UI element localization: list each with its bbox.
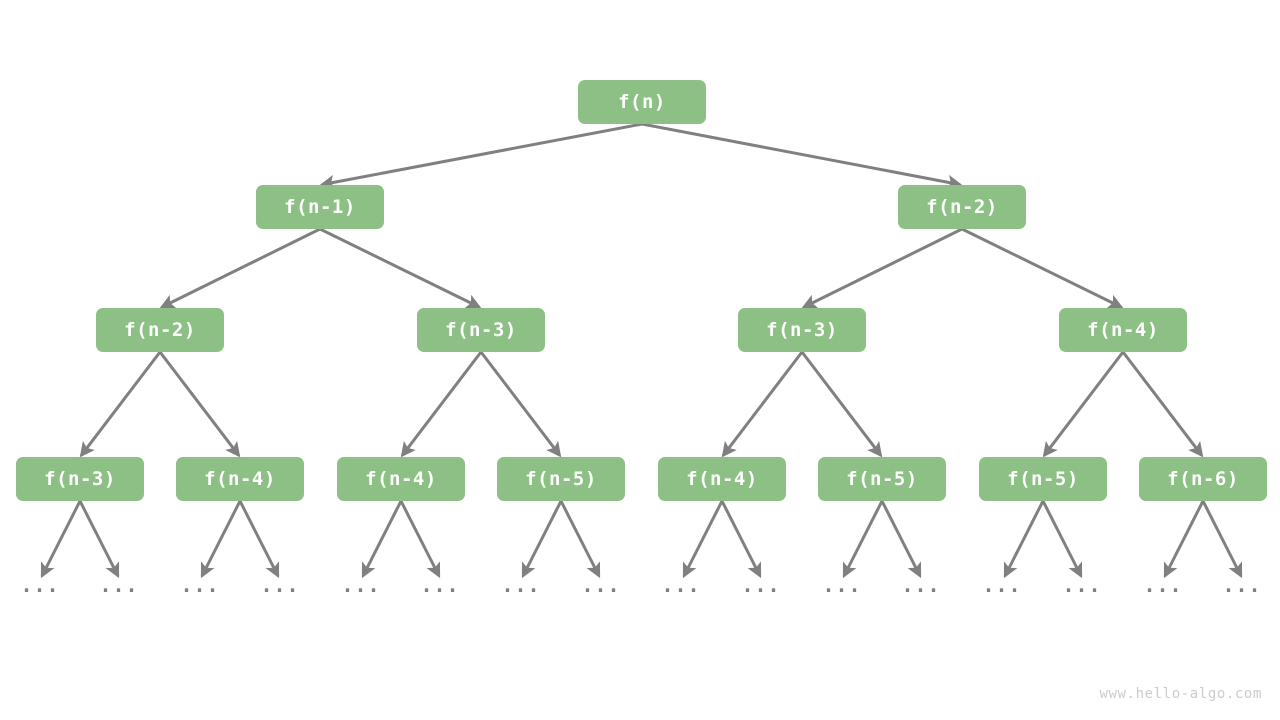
tree-node-label: f(n-6): [1167, 468, 1239, 490]
tree-stub-edges: [40, 500, 1243, 579]
tree-node-label: f(n): [618, 91, 666, 113]
tree-node-n8: f(n-4): [176, 457, 304, 501]
stub-edge-n7-0: [40, 500, 82, 579]
ellipsis-marker-9: ...: [741, 573, 781, 597]
edge-n4-to-n10: [479, 351, 562, 458]
ellipsis-marker-14: ...: [1143, 573, 1183, 597]
tree-node-n10: f(n-5): [497, 457, 625, 501]
edge-n3-to-n8: [158, 351, 241, 458]
tree-node-label: f(n-1): [284, 196, 356, 218]
edge-n5-to-n12: [800, 351, 883, 458]
tree-node-label: f(n-2): [124, 319, 196, 341]
tree-edges: [79, 122, 1204, 458]
tree-node-label: f(n-4): [204, 468, 276, 490]
ellipsis-marker-4: ...: [341, 573, 381, 597]
ellipsis-marker-5: ...: [420, 573, 460, 597]
edge-n3-to-n7: [79, 351, 162, 458]
stub-edge-n8-2: [200, 500, 242, 579]
stub-edge-n9-5: [399, 500, 441, 579]
stub-edge-n11-8: [682, 500, 724, 579]
tree-node-label: f(n-2): [926, 196, 998, 218]
ellipsis-marker-8: ...: [661, 573, 701, 597]
stub-edge-n10-7: [559, 500, 601, 579]
stub-edge-n10-6: [521, 500, 563, 579]
edge-n6-to-n13: [1042, 351, 1125, 458]
edge-n4-to-n9: [400, 351, 483, 458]
tree-node-n1: f(n-1): [256, 185, 384, 229]
watermark: www.hello-algo.com: [1099, 686, 1262, 702]
ellipsis-marker-10: ...: [822, 573, 862, 597]
tree-node-n13: f(n-5): [979, 457, 1107, 501]
ellipsis-marker-11: ...: [901, 573, 941, 597]
tree-node-n14: f(n-6): [1139, 457, 1267, 501]
edge-n1-to-n3: [159, 227, 321, 309]
ellipsis-marker-13: ...: [1062, 573, 1102, 597]
tree-node-n4: f(n-3): [417, 308, 545, 352]
tree-node-label: f(n-5): [846, 468, 918, 490]
stub-edge-n11-9: [720, 500, 762, 579]
edge-n2-to-n6: [961, 227, 1124, 309]
ellipsis-marker-6: ...: [501, 573, 541, 597]
ellipsis-marker-1: ...: [99, 573, 139, 597]
stub-edge-n14-15: [1201, 500, 1243, 579]
ellipsis-marker-12: ...: [982, 573, 1022, 597]
tree-node-n5: f(n-3): [738, 308, 866, 352]
stub-edge-n7-1: [78, 500, 120, 579]
ellipsis-marker-0: ...: [20, 573, 60, 597]
tree-node-n3: f(n-2): [96, 308, 224, 352]
edge-n6-to-n14: [1121, 351, 1204, 458]
edge-n5-to-n11: [721, 351, 804, 458]
tree-node-label: f(n-4): [1087, 319, 1159, 341]
ellipsis-marker-2: ...: [180, 573, 220, 597]
tree-node-label: f(n-3): [766, 319, 838, 341]
ellipsis-marker-7: ...: [581, 573, 621, 597]
tree-node-n2: f(n-2): [898, 185, 1026, 229]
tree-node-n6: f(n-4): [1059, 308, 1187, 352]
stub-edge-n14-14: [1163, 500, 1205, 579]
stub-edge-n13-13: [1041, 500, 1083, 579]
tree-node-label: f(n-4): [365, 468, 437, 490]
edge-n0-to-n1: [319, 122, 643, 190]
stub-edge-n9-4: [361, 500, 403, 579]
tree-node-n9: f(n-4): [337, 457, 465, 501]
tree-node-n12: f(n-5): [818, 457, 946, 501]
tree-node-label: f(n-5): [525, 468, 597, 490]
stub-edge-n8-3: [238, 500, 280, 579]
tree-node-label: f(n-3): [445, 319, 517, 341]
ellipsis-marker-15: ...: [1222, 573, 1262, 597]
tree-node-label: f(n-3): [44, 468, 116, 490]
stub-edge-n13-12: [1003, 500, 1045, 579]
tree-node-n11: f(n-4): [658, 457, 786, 501]
edge-n1-to-n4: [319, 227, 482, 309]
stub-edge-n12-11: [880, 500, 922, 579]
tree-node-n0: f(n): [578, 80, 706, 124]
tree-node-n7: f(n-3): [16, 457, 144, 501]
ellipsis-marker-3: ...: [260, 573, 300, 597]
edge-n2-to-n5: [801, 227, 963, 309]
edge-n0-to-n2: [641, 122, 963, 190]
tree-node-label: f(n-5): [1007, 468, 1079, 490]
stub-edge-n12-10: [842, 500, 884, 579]
tree-node-label: f(n-4): [686, 468, 758, 490]
